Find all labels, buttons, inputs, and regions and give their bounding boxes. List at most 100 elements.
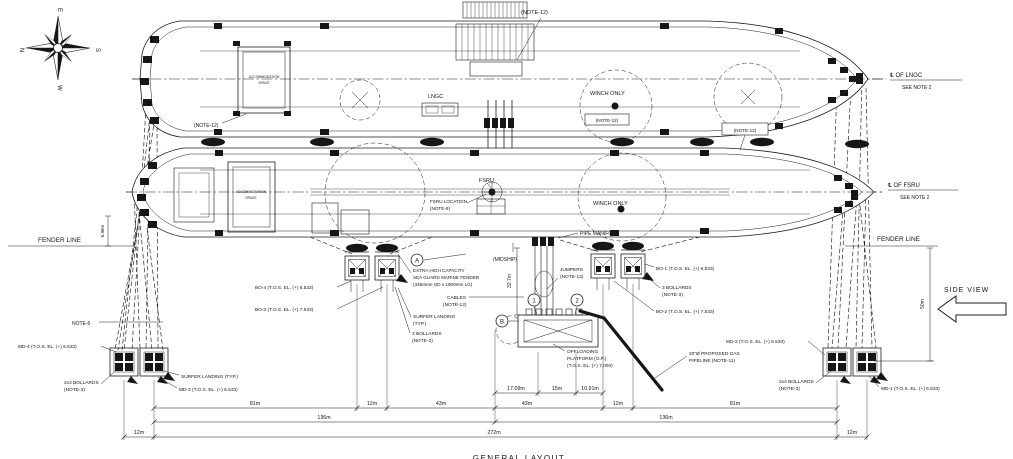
svg-text:(3450mm OD x 1800mm LG): (3450mm OD x 1800mm LG)	[413, 282, 473, 287]
svg-text:15m: 15m	[552, 386, 563, 392]
fsru-vessel: ACCOMMODATION SPACE	[126, 122, 884, 244]
svg-text:℄ OF FSRU: ℄ OF FSRU	[888, 182, 920, 189]
lngc-name-label: LNGC	[428, 94, 443, 100]
svg-text:PIPE MANIFOLD: PIPE MANIFOLD	[580, 231, 619, 237]
dolphin-md4	[109, 347, 139, 385]
svg-text:50m: 50m	[920, 299, 926, 309]
svg-text:PLATFORM (O.P.): PLATFORM (O.P.)	[567, 356, 607, 362]
svg-text:12m: 12m	[134, 430, 145, 436]
callout-bollards-3-right: 3 BOLLARDS (NOTE-3)	[646, 276, 692, 298]
compass-south-label: S	[94, 48, 100, 52]
lngc-centerline-label: ℄ OF LNGC SEE NOTE 2	[890, 72, 962, 91]
lngc-accommodation-block: ACCOMMODATION SPACE	[233, 41, 291, 116]
svg-text:(NOTE-12): (NOTE-12)	[560, 274, 584, 280]
fsru-accommodation-label: ACCOMMODATION	[236, 190, 267, 194]
callout-surfer-left: SURFER LANDING (TYP.)	[397, 287, 456, 327]
compass-east-label: E	[56, 8, 62, 12]
fsru-accommodation-block: ACCOMMODATION SPACE	[227, 161, 276, 233]
svg-text:32.7m: 32.7m	[507, 274, 513, 288]
callout-bollards-3-left: 3 BOLLARDS (NOTE-3)	[394, 286, 442, 344]
svg-text:PIPELINE (NOTE-11): PIPELINE (NOTE-11)	[689, 358, 735, 364]
callout-bollards-2x4-right: 2x4 BOLLARDS (NOTE-3)	[779, 370, 832, 392]
dimension-row-3: 136m 136m	[151, 415, 840, 425]
svg-text:(NOTE-12): (NOTE-12)	[596, 118, 619, 123]
svg-text:FSRU LOCATION: FSRU LOCATION	[430, 199, 467, 204]
svg-text:OFFLOADING: OFFLOADING	[567, 349, 598, 355]
drawing-title: GENERAL LAYOUT	[473, 454, 566, 459]
dim-32m: 32.7m	[507, 247, 520, 316]
dimension-row-4: 12m 272m 12m	[121, 430, 870, 440]
fsru-winch-only-label: WINCH ONLY	[593, 201, 628, 207]
svg-text:12m: 12m	[847, 430, 858, 436]
callout-bo3: BO-3 (T.O.S. EL. (+) 7.533)	[255, 286, 384, 313]
svg-text:17.09m: 17.09m	[507, 386, 525, 392]
svg-text:CABLES: CABLES	[447, 295, 466, 301]
marker-2: 2	[570, 293, 584, 315]
svg-text:(NOTE-3): (NOTE-3)	[779, 386, 800, 392]
lngc-top-note: (NOTE-12)	[516, 10, 548, 61]
callout-md2: MD-2 (T.O.S. EL. (+) 6.533)	[726, 339, 826, 356]
dimension-row-2: 81m 12m 43m 43m 12m 81m	[151, 401, 840, 411]
svg-text:136m: 136m	[659, 415, 673, 421]
fender-line-left: FENDER LINE	[8, 237, 134, 247]
svg-text:SURFER LANDING: SURFER LANDING	[413, 314, 456, 320]
callout-gas-pipeline: 20"Ø PROPOSED GAS PIPELINE (NOTE-11)	[654, 351, 740, 379]
svg-text:3 BOLLARDS: 3 BOLLARDS	[412, 331, 442, 337]
fsru-accommodation-label2: SPACE	[245, 196, 257, 200]
svg-text:1: 1	[532, 299, 536, 305]
dimension-extension-lines	[123, 284, 868, 440]
ship-to-ship-fenders	[201, 137, 869, 149]
svg-text:(NOTE-12): (NOTE-12)	[734, 128, 757, 133]
svg-text:(NOTE-3): (NOTE-3)	[412, 338, 433, 344]
compass-west-label: W	[56, 85, 62, 91]
svg-text:MD-3 (T.O.S. EL. (+) 6.533): MD-3 (T.O.S. EL. (+) 6.533)	[179, 387, 238, 393]
svg-text:SEA GUARD MARINE FENDER: SEA GUARD MARINE FENDER	[413, 275, 480, 280]
svg-text:2: 2	[575, 299, 579, 305]
callout-bo4: BO-4 (T.O.S. EL. (+) 6.533)	[255, 280, 352, 291]
svg-text:81m: 81m	[250, 401, 261, 407]
fender-line-right: FENDER LINE	[845, 236, 938, 247]
lngc-aft-note: (NOTE-12)	[194, 113, 247, 129]
callout-bo2: BO-2 (T.O.S. EL. (+) 7.533)	[613, 280, 715, 315]
svg-text:20"Ø PROPOSED GAS: 20"Ø PROPOSED GAS	[689, 351, 740, 357]
callout-bollards-2x4-left: 2x4 BOLLARDS (NOTE-3)	[64, 371, 115, 393]
lngc-accommodation-label2: SPACE	[258, 81, 270, 85]
svg-text:B: B	[500, 320, 504, 326]
callout-offloading-platform: OFFLOADING PLATFORM (O.P.) (T.O.S. EL. (…	[552, 343, 613, 369]
dimension-row-top: 17.09m 15m 10.91m	[492, 386, 606, 396]
svg-text:5.96m: 5.96m	[100, 224, 105, 237]
svg-text:BO-1 (T.O.S. EL. (+) 6.533): BO-1 (T.O.S. EL. (+) 6.533)	[656, 266, 715, 272]
svg-text:SURFER LANDING (TYP.): SURFER LANDING (TYP.)	[181, 374, 238, 380]
riser-trestle	[532, 237, 554, 316]
fsru-location-point	[476, 181, 506, 215]
svg-text:(NOTE-12): (NOTE-12)	[443, 302, 467, 308]
lngc-manifold	[455, 1, 535, 164]
callout-md3: MD-3 (T.O.S. EL. (+) 6.533)	[157, 376, 238, 393]
svg-text:10.91m: 10.91m	[581, 386, 599, 392]
callout-jumpers: JUMPERS (NOTE-12)	[546, 267, 584, 290]
dim-50m: 50m	[874, 247, 934, 362]
svg-text:EXTRA HIGH CAPACITY: EXTRA HIGH CAPACITY	[413, 268, 465, 273]
lngc-vessel: ACCOMMODATION SPACE	[132, 1, 886, 164]
svg-text:BO-4 (T.O.S. EL. (+) 6.533): BO-4 (T.O.S. EL. (+) 6.533)	[255, 285, 314, 291]
callout-note5: NOTE-5	[72, 321, 163, 327]
side-view-label: SIDE VIEW	[944, 287, 989, 294]
svg-text:3 BOLLARDS: 3 BOLLARDS	[662, 285, 692, 291]
callout-pipe-manifold: PIPE MANIFOLD	[557, 231, 619, 239]
svg-text:(TYP.): (TYP.)	[413, 321, 427, 327]
fsru-location-label: FSRU LOCATION (NOTE-9)	[430, 193, 487, 211]
svg-text:(NOTE-12): (NOTE-12)	[194, 123, 219, 129]
svg-text:43m: 43m	[522, 401, 533, 407]
svg-text:FSRU: FSRU	[479, 178, 494, 184]
svg-text:12m: 12m	[367, 401, 378, 407]
svg-text:MD-2 (T.O.S. EL. (+) 6.533): MD-2 (T.O.S. EL. (+) 6.533)	[726, 339, 785, 345]
compass-north-label: N	[18, 48, 24, 52]
fsru-centerline-label: ℄ OF FSRU SEE NOTE 2	[888, 182, 958, 201]
svg-text:(T.O.S. EL. (+) 7.000): (T.O.S. EL. (+) 7.000)	[567, 363, 613, 369]
callout-fender-note: EXTRA HIGH CAPACITY SEA GUARD MARINE FEN…	[397, 253, 480, 287]
side-view-indicator: SIDE VIEW	[937, 287, 1007, 323]
svg-text:(NOTE-9): (NOTE-9)	[430, 206, 450, 211]
svg-text:(NOTE-3): (NOTE-3)	[64, 387, 85, 393]
svg-text:(NOTE-3): (NOTE-3)	[662, 292, 683, 298]
